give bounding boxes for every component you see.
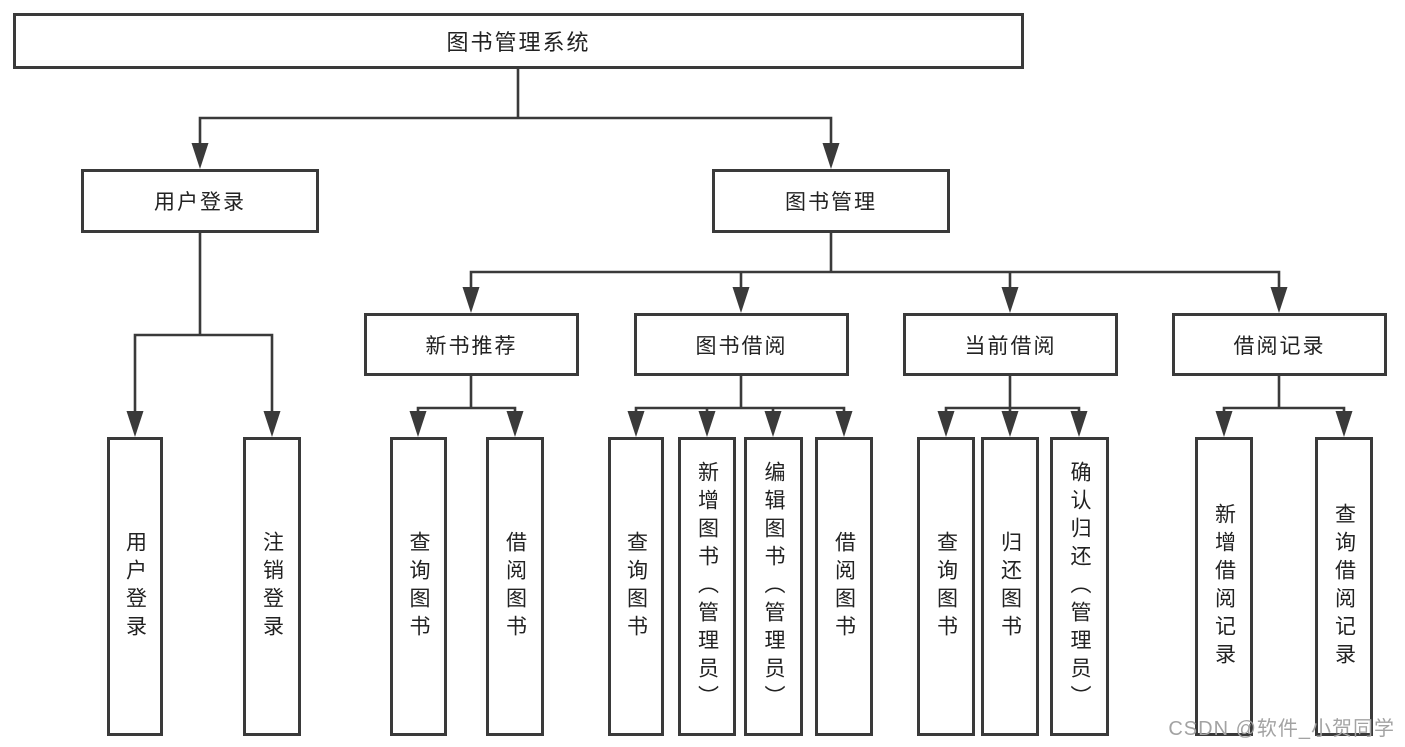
node-current-borrowing: 当前借阅 <box>903 313 1118 376</box>
node-leaf-logout: 注销登录 <box>243 437 301 736</box>
node-leaf-query-books-current: 查询图书 <box>917 437 975 736</box>
node-leaf-add-book-admin: 新增图书（管理员） <box>678 437 736 736</box>
arrowhead <box>764 411 782 437</box>
node-leaf-confirm-return-admin: 确认归还（管理员） <box>1050 437 1109 736</box>
arrowhead <box>1335 411 1353 437</box>
arrowhead <box>1070 411 1088 437</box>
arrowhead <box>191 143 209 169</box>
arrowhead <box>126 411 144 437</box>
node-leaf-query-books-recommend: 查询图书 <box>390 437 447 736</box>
arrowhead <box>506 411 524 437</box>
arrowhead <box>937 411 955 437</box>
arrowhead <box>1270 287 1288 313</box>
node-leaf-return-books: 归还图书 <box>981 437 1039 736</box>
arrowhead <box>822 143 840 169</box>
arrowhead <box>698 411 716 437</box>
arrowhead <box>732 287 750 313</box>
arrowhead <box>1001 287 1019 313</box>
arrowhead <box>627 411 645 437</box>
arrowhead <box>1215 411 1233 437</box>
arrowhead <box>835 411 853 437</box>
node-library-management-system: 图书管理系统 <box>13 13 1024 69</box>
node-borrowing-records: 借阅记录 <box>1172 313 1387 376</box>
node-leaf-add-borrow-record: 新增借阅记录 <box>1195 437 1253 736</box>
node-user-login: 用户登录 <box>81 169 319 233</box>
node-leaf-borrow-books: 借阅图书 <box>815 437 873 736</box>
node-leaf-query-books-borrowing: 查询图书 <box>608 437 664 736</box>
node-leaf-edit-book-admin: 编辑图书（管理员） <box>744 437 803 736</box>
arrowhead <box>462 287 480 313</box>
node-leaf-query-borrow-record: 查询借阅记录 <box>1315 437 1373 736</box>
node-book-borrowing: 图书借阅 <box>634 313 849 376</box>
csdn-watermark: CSDN @软件_小贺同学 <box>1168 718 1395 740</box>
node-leaf-user-login: 用户登录 <box>107 437 163 736</box>
node-new-book-recommendation: 新书推荐 <box>364 313 579 376</box>
node-book-management: 图书管理 <box>712 169 950 233</box>
node-leaf-borrow-books-recommend: 借阅图书 <box>486 437 544 736</box>
arrowhead <box>263 411 281 437</box>
arrowhead <box>409 411 427 437</box>
arrowhead <box>1001 411 1019 437</box>
